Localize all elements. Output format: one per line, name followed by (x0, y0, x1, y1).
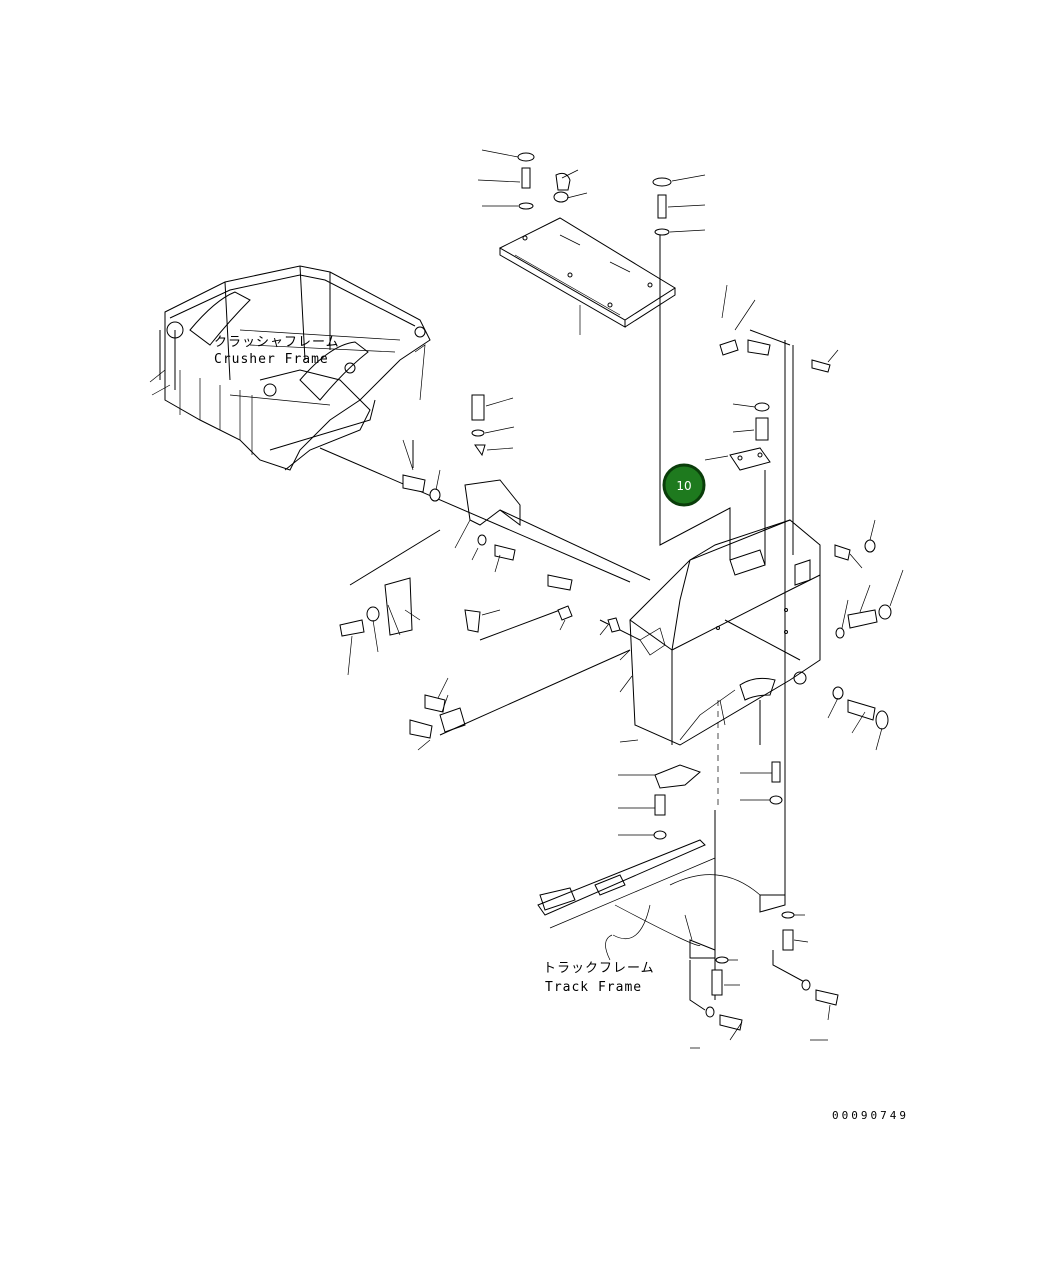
lower-cover (654, 764, 701, 789)
track-frame-label-en: Track Frame (545, 980, 642, 995)
crusher-frame (149, 265, 431, 471)
top-cover-plate (498, 217, 676, 335)
track-frame-label-jp: トラックフレーム (543, 961, 655, 976)
crusher-frame-label-jp: クラッシャフレーム (214, 335, 340, 350)
callout-10-number[interactable]: 10 (676, 479, 691, 493)
main-cover-housing (629, 519, 821, 746)
callout-10[interactable]: 10 (662, 463, 706, 507)
hardware (339, 152, 892, 1031)
drawing-code: 00090749 (832, 1109, 909, 1122)
brackets (384, 447, 771, 733)
guide-lines (319, 235, 811, 1011)
track-frame (537, 839, 786, 959)
callout-10-circle[interactable] (662, 463, 706, 507)
leader-lines (347, 149, 904, 1049)
crusher-frame-label-en: Crusher Frame (214, 352, 329, 367)
